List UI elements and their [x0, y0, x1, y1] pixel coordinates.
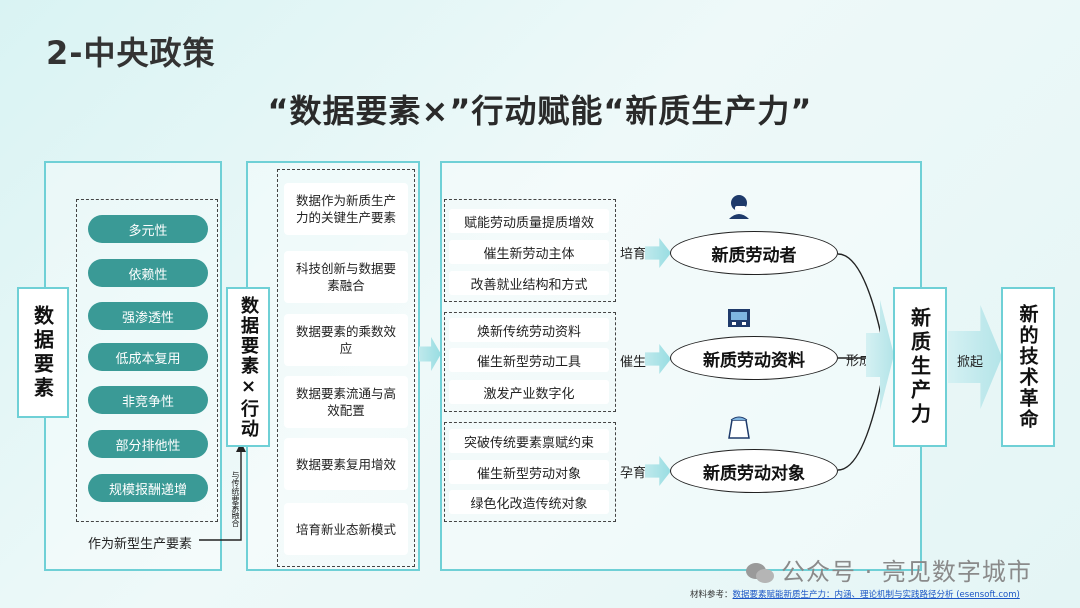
attribute-pill: 强渗透性 [88, 302, 208, 330]
data-element-action-box: 数据要素×行动 [226, 287, 270, 447]
actions-dashed-box [277, 169, 415, 567]
page-title: 2-中央政策 [46, 34, 216, 72]
reference-note: 材料参考：数据要素赋能新质生产力：内涵、理论机制与实践路径分析 (esensof… [690, 588, 1020, 600]
group-item: 突破传统要素禀赋约束 [449, 429, 609, 453]
new-quality-labor-ellipse: 新质劳动者 [670, 231, 838, 275]
watermark: 公众号 · 亮见数字城市 [745, 552, 1032, 587]
action-card: 培育新业态新模式 [284, 503, 408, 555]
new-quality-labor-materials-ellipse: 新质劳动资料 [670, 336, 838, 380]
new-production-element-label: 作为新型生产要素 [88, 537, 193, 552]
worker-icon [729, 195, 749, 219]
group-item: 焕新传统劳动资料 [449, 318, 609, 342]
action-card: 数据作为新质生产力的关键生产要素 [284, 183, 408, 235]
group-item: 催生新型劳动工具 [449, 348, 609, 372]
attribute-pill: 依赖性 [88, 259, 208, 287]
group-dashed-box [444, 422, 616, 522]
reference-link[interactable]: 数据要素赋能新质生产力：内涵、理论机制与实践路径分析 (esensoft.com… [732, 590, 1020, 600]
group-item: 改善就业结构和方式 [449, 271, 609, 295]
attribute-pill: 非竞争性 [88, 386, 208, 414]
group-dashed-box [444, 312, 616, 412]
cultivate-label: 培育 [620, 247, 647, 262]
raise-label: 掀起 [957, 355, 984, 370]
watermark-text: 公众号 · 亮见数字城市 [781, 558, 1032, 586]
breed-label: 孕育 [620, 466, 647, 481]
attribute-pill: 规模报酬递增 [88, 474, 208, 502]
attribute-pill: 部分排他性 [88, 430, 208, 458]
attributes-dashed-box [76, 199, 218, 522]
middle-to-right-arrow [419, 337, 441, 371]
wechat-icon [745, 561, 775, 585]
action-card: 科技创新与数据要素融合 [284, 251, 408, 303]
new-quality-labor-objects-ellipse: 新质劳动对象 [670, 449, 838, 493]
fusion-connector-label: 与传统要素融合 [231, 471, 240, 527]
machine-icon [728, 309, 750, 327]
action-card: 数据要素的乘数效应 [284, 314, 408, 366]
attribute-pill: 低成本复用 [88, 343, 208, 371]
data-element-box: 数据要素 [17, 287, 69, 418]
attribute-pill: 多元性 [88, 215, 208, 243]
action-card: 数据要素流通与高效配置 [284, 376, 408, 428]
fusion-connector-arrow [199, 442, 246, 541]
new-tech-revolution-box: 新的技术革命 [1001, 287, 1055, 447]
group-item: 赋能劳动质量提质增效 [449, 209, 609, 233]
form-label: 形成 [846, 354, 873, 369]
group-item: 催生新劳动主体 [449, 240, 609, 264]
group-item: 催生新型劳动对象 [449, 460, 609, 484]
spawn-label: 催生 [620, 355, 647, 370]
main-title: “数据要素×”行动赋能“新质生产力” [267, 92, 813, 130]
group-item: 激发产业数字化 [449, 380, 609, 404]
group-dashed-box [444, 199, 616, 302]
new-quality-productivity-box: 新质生产力 [893, 287, 947, 447]
action-card: 数据要素复用增效 [284, 438, 408, 490]
material-bag-icon [728, 416, 750, 439]
reference-prefix: 材料参考： [690, 590, 733, 600]
group-item: 绿色化改造传统对象 [449, 490, 609, 514]
